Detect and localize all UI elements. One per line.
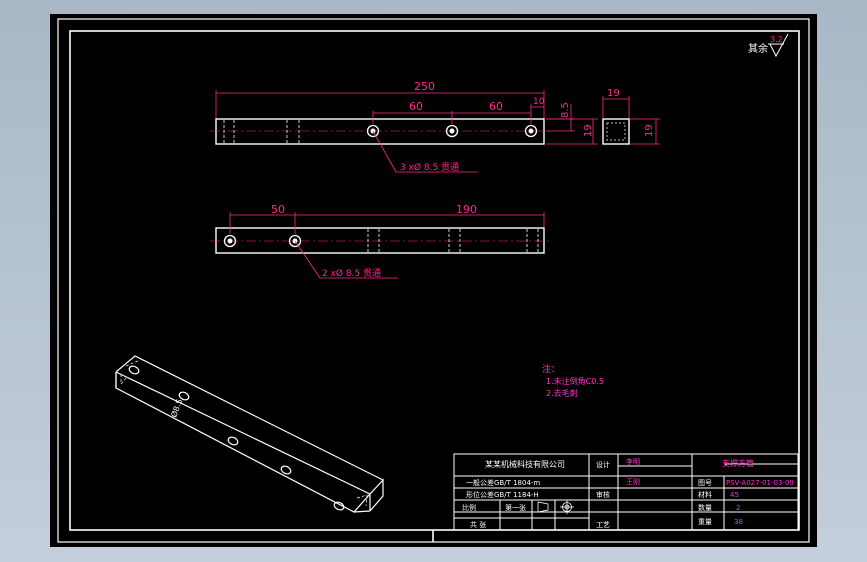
- tb-part-name: 支撑方管: [722, 458, 754, 468]
- tb-check: 共 张: [470, 520, 486, 529]
- dim-pitch-2: 60: [489, 100, 503, 113]
- iso-hole-3: [227, 436, 239, 446]
- tb-scale-label: 比例: [462, 503, 476, 512]
- dim-section-height: 19: [644, 124, 655, 137]
- tb-reviewer: 王刚: [626, 477, 640, 486]
- iso-hole-5: [333, 501, 345, 511]
- dim-height: 19: [583, 124, 594, 137]
- tb-qty: 2: [736, 504, 740, 512]
- section-outline: [602, 118, 630, 145]
- callout-bottom: 2 xØ 8.5 贯通: [322, 268, 381, 279]
- iso-hole-1: [128, 365, 140, 375]
- front-view: 250 60 60 10 8.5 19 3 xØ 8.5 贯通: [210, 80, 598, 173]
- dim-pitch-1: 60: [409, 100, 423, 113]
- roughness-icon: [769, 33, 789, 58]
- tb-role-design: 设计: [596, 460, 610, 469]
- roughness-value: 3.2: [770, 35, 783, 44]
- dim-lower-left: 50: [271, 203, 285, 216]
- tb-qty-label: 数量: [698, 503, 712, 512]
- dim-overall: 250: [414, 80, 435, 93]
- tb-material: 45: [730, 491, 739, 499]
- side-view: 50 190 2 xØ 8.5 贯通: [210, 203, 550, 279]
- tb-material-label: 材料: [698, 490, 712, 499]
- inner-border: [69, 30, 800, 531]
- roughness-symbol: 其余 3.2: [748, 33, 789, 58]
- tb-company: 某某机械科技有限公司: [485, 459, 565, 469]
- notes-heading: 注：: [542, 363, 560, 375]
- tb-standard-1: 一般公差GB/T 1804-m: [466, 478, 540, 487]
- hole-1: [366, 124, 380, 138]
- roughness-label: 其余: [748, 42, 768, 55]
- isometric-view: [115, 355, 384, 513]
- notes-line-1: 1.未注倒角C0.5: [546, 376, 604, 386]
- tb-weight: 38: [734, 518, 743, 526]
- tb-drawing-no: PSV-A027-01-03-09: [726, 479, 794, 487]
- hole-2: [445, 124, 459, 138]
- tb-standard-2: 形位公差GB/T 1184-H: [466, 490, 539, 499]
- tb-sheet: 第一张: [505, 503, 526, 512]
- title-block: 某某机械科技有限公司 一般公差GB/T 1804-m 形位公差GB/T 1184…: [453, 453, 799, 531]
- tb-code-label: 图号: [698, 479, 712, 487]
- notes-line-2: 2.去毛刺: [546, 388, 578, 398]
- dim-offset: 8.5: [560, 102, 571, 118]
- iso-hole-2: [178, 391, 190, 401]
- technical-notes: 注： 1.未注倒角C0.5 2.去毛刺: [542, 363, 604, 398]
- hole-3: [524, 124, 538, 138]
- iso-hole-4: [280, 465, 292, 475]
- callout-top: 3 xØ 8.5 贯通: [400, 162, 459, 173]
- tb-role-process: 工艺: [596, 521, 610, 529]
- bar-outline-side: [215, 227, 545, 254]
- drawing-paper: [50, 14, 817, 547]
- section-view: 19 19: [602, 88, 660, 145]
- dim-lower-span: 190: [456, 203, 477, 216]
- dim-section-width: 19: [607, 88, 620, 99]
- dim-edge: 10: [533, 97, 545, 107]
- projection-symbol-icon: [537, 500, 574, 514]
- tb-designer: 李明: [626, 457, 640, 466]
- hole-4: [223, 234, 237, 248]
- tb-weight-label: 重量: [698, 518, 712, 526]
- hole-5: [288, 234, 302, 248]
- tb-role-check: 审核: [596, 490, 610, 499]
